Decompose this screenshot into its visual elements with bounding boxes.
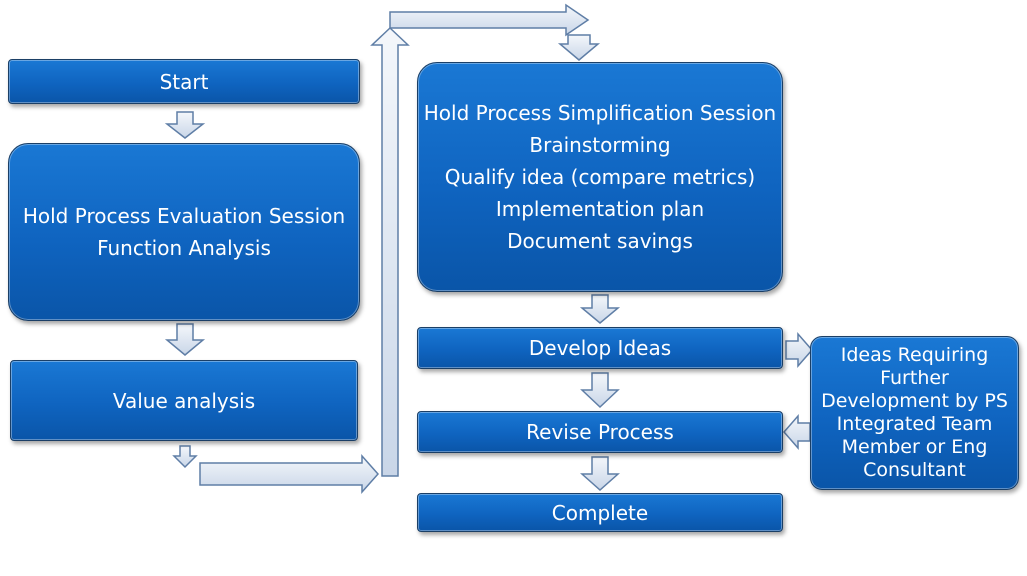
simplification-line-2: Brainstorming — [529, 133, 671, 157]
revise-process-label: Revise Process — [526, 420, 674, 444]
revise-process-box: Revise Process — [417, 411, 783, 453]
arrow-down-evaluation-value — [164, 323, 206, 356]
ideas-line-1: Ideas Requiring — [840, 344, 989, 366]
arrow-right-to-vertical — [199, 454, 380, 494]
value-analysis-label: Value analysis — [112, 388, 256, 413]
process-simplification-box: Hold Process Simplification Session Brai… — [417, 62, 783, 292]
arrow-down-simplification-develop — [579, 294, 621, 324]
ideas-requiring-box: Ideas Requiring Further Development by P… — [810, 336, 1019, 490]
develop-ideas-box: Develop Ideas — [417, 327, 783, 369]
process-evaluation-line-2: Function Analysis — [97, 236, 271, 260]
simplification-line-4: Implementation plan — [495, 197, 705, 221]
simplification-line-3: Qualify idea (compare metrics) — [444, 165, 756, 189]
develop-ideas-label: Develop Ideas — [528, 336, 672, 360]
process-evaluation-box: Hold Process Evaluation Session Function… — [8, 143, 360, 321]
complete-label: Complete — [551, 500, 649, 525]
value-analysis-box: Value analysis — [10, 360, 358, 441]
ideas-line-6: Consultant — [863, 459, 966, 481]
arrow-down-develop-revise — [580, 372, 620, 409]
complete-box: Complete — [417, 493, 783, 532]
ideas-line-2: Further — [880, 367, 949, 389]
arrow-up-vertical — [370, 26, 410, 477]
process-evaluation-line-1: Hold Process Evaluation Session — [22, 204, 346, 228]
simplification-line-5: Document savings — [507, 229, 693, 253]
arrow-down-revise-complete — [580, 456, 620, 492]
arrow-left-ideas-revise — [783, 414, 811, 450]
simplification-line-1: Hold Process Simplification Session — [423, 101, 777, 125]
arrow-down-value-stub — [172, 445, 198, 469]
ideas-line-4: Integrated Team — [836, 413, 993, 435]
start-label: Start — [159, 69, 209, 94]
ideas-line-5: Member or Eng — [841, 436, 988, 458]
arrow-right-top — [389, 3, 590, 37]
arrow-down-simplification-stub — [557, 34, 601, 61]
start-box: Start — [8, 59, 360, 104]
arrow-right-develop-ideas — [785, 332, 813, 368]
ideas-line-3: Development by PS — [821, 390, 1008, 412]
arrow-down-start-evaluation — [164, 111, 206, 139]
